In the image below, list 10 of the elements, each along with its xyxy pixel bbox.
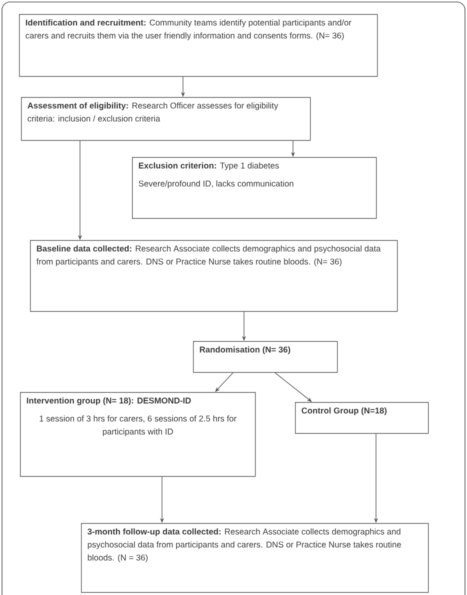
arrow (215, 372, 234, 392)
process-box: Baseline data collected: Research Associate collects demographics and psychosocial data from participants and carers. DNS or Practice Nurse takes routine bloods. (N= 36) (30, 240, 398, 312)
process-box: Intervention group (N= 18): DESMOND-ID 1 session of 3 hrs for carers, 6 sessions of 2.5 hrs for participants with ID (20, 392, 256, 477)
process-box: 3-month follow-up data collected: Research Associate collects demographics and psychosocial data from participants and carers. DNS or Practice Nurse takes routine bloods. (N = 36) (81, 523, 429, 593)
process-box: Control Group (N=18) (295, 402, 429, 434)
process-box: Identification and recruitment: Community teams identify potential participants and/or carers and recruits them via the user friendly information and consents forms. (N= 36) (19, 14, 378, 77)
process-box: Exclusion criterion: Type 1 diabetes Severe/profound ID, lacks communication (132, 157, 377, 219)
process-box: Assessment of eligibility: Research Officer assesses for eligibility criteria: inclusion / exclusion criteria (21, 97, 311, 141)
process-box: Randomisation (N= 36) (193, 341, 338, 373)
arrow (274, 372, 312, 402)
